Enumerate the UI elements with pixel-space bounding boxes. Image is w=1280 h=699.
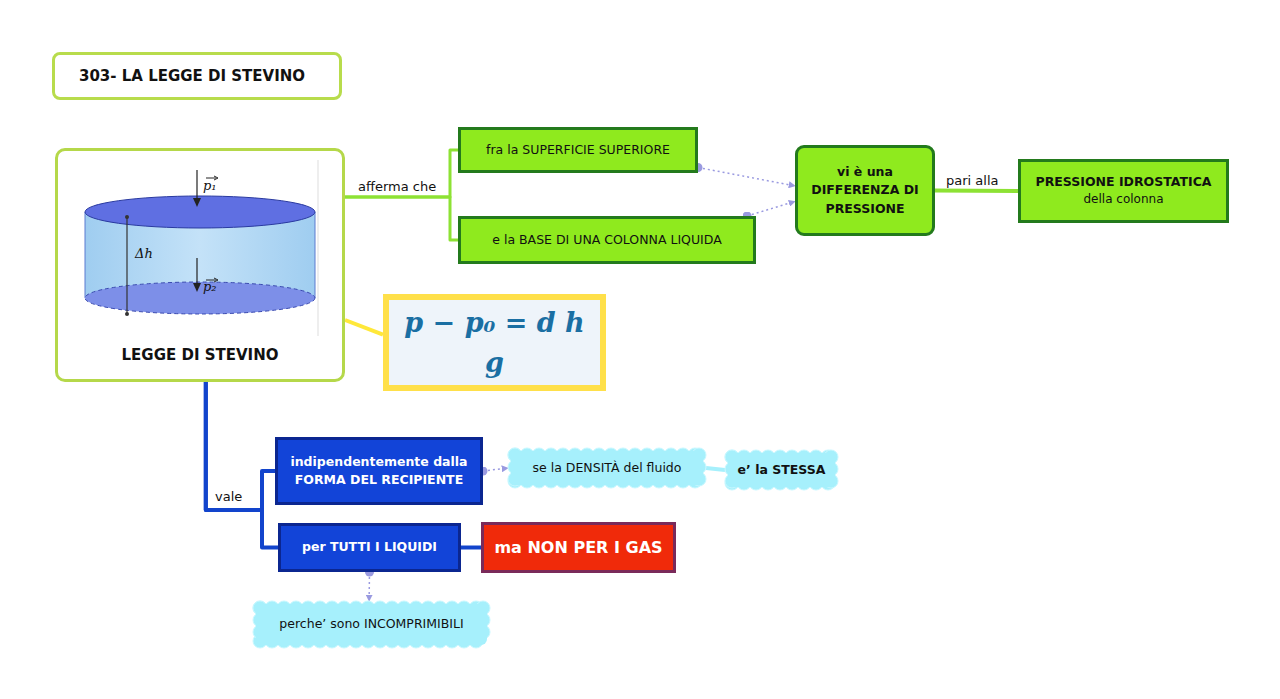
red-box: ma NON PER I GAS (481, 522, 676, 573)
cloud-body (256, 604, 487, 645)
node-text: PRESSIONE IDROSTATICA (1036, 173, 1212, 191)
node-text: vi è una DIFFERENZA DI PRESSIONE (806, 163, 924, 217)
concept-box: PRESSIONE IDROSTATICAdella colonna (1018, 159, 1229, 223)
connector (368, 572, 370, 601)
node-text: ma NON PER I GAS (494, 536, 662, 559)
connector-label: pari alla (944, 173, 1000, 188)
node-text: e la BASE DI UNA COLONNA LIQUIDA (492, 231, 721, 249)
title: 303- LA LEGGE DI STEVINO (52, 52, 342, 100)
height-line (126, 217, 127, 314)
blue-box: indipendentemente dalla FORMA DEL RECIPI… (275, 437, 483, 505)
pressure-arrow (196, 258, 197, 285)
connector (483, 468, 508, 471)
concept-box: e la BASE DI UNA COLONNA LIQUIDA (458, 216, 756, 264)
pressure-arrowhead (193, 283, 201, 292)
image-edge (318, 160, 319, 336)
node-text: e’ la STESSA (738, 461, 826, 479)
text-group: ma NON PER I GAS (494, 536, 662, 559)
pressure-arrow (196, 170, 197, 200)
text-group: PRESSIONE IDROSTATICAdella colonna (1036, 173, 1212, 209)
text-group: fra la SUPERFICIE SUPERIORE (486, 141, 670, 159)
formula-box: p − p₀ = d h g (383, 294, 606, 391)
connector (345, 197, 458, 240)
text-group: p − p₀ = d h g (397, 303, 592, 381)
node-text: perche’ sono INCOMPRIMIBILI (279, 615, 463, 633)
cloud-note: perche’ sono INCOMPRIMIBILI (253, 601, 490, 648)
blue-box: per TUTTI I LIQUIDI (278, 523, 461, 572)
text-group: e’ la STESSA (738, 461, 826, 479)
connector-label: afferma che (356, 179, 438, 194)
text-group: vi è una DIFFERENZA DI PRESSIONE (806, 163, 924, 217)
text-group: indipendentemente dalla FORMA DEL RECIPI… (286, 453, 472, 489)
cylinder-side (315, 212, 316, 298)
cylinder-side (85, 212, 86, 298)
text-group: se la DENSITÀ del fluido (533, 459, 682, 477)
pressure-arrowhead (193, 198, 201, 207)
node-text: LEGGE DI STEVINO (122, 345, 279, 367)
cloud-body (728, 453, 835, 487)
cylinder-top (85, 196, 315, 228)
cloud-note: e’ la STESSA (725, 450, 838, 490)
connector (461, 546, 481, 550)
cylinder-base (85, 282, 315, 314)
connector (698, 168, 795, 186)
connector (206, 382, 278, 548)
connector (206, 382, 275, 510)
connector (935, 189, 1018, 194)
connector (345, 320, 383, 335)
connector (345, 150, 458, 197)
connector (706, 468, 725, 470)
connector-label: vale (213, 489, 244, 504)
node-text: se la DENSITÀ del fluido (533, 459, 682, 477)
concept-box: fra la SUPERFICIE SUPERIORE (458, 127, 698, 173)
node-text: indipendentemente dalla FORMA DEL RECIPI… (286, 453, 472, 489)
connector (747, 201, 795, 216)
text-group: e la BASE DI UNA COLONNA LIQUIDA (492, 231, 721, 249)
cloud-body (511, 451, 703, 485)
main-box: LEGGE DI STEVINO (55, 148, 345, 382)
cloud-note: se la DENSITÀ del fluido (508, 448, 706, 488)
concept-box: vi è una DIFFERENZA DI PRESSIONE (795, 145, 935, 236)
text-group: perche’ sono INCOMPRIMIBILI (279, 615, 463, 633)
figure-label: p₁ (203, 178, 217, 193)
node-text: fra la SUPERFICIE SUPERIORE (486, 141, 670, 159)
figure-label: p₂ (203, 279, 217, 294)
node-text: p − p₀ = d h g (397, 303, 592, 381)
figure-label: Δh (135, 246, 153, 261)
height-end (125, 312, 129, 316)
height-end (125, 215, 129, 219)
node-text: della colonna (1036, 191, 1212, 208)
node-text: per TUTTI I LIQUIDI (302, 538, 437, 556)
text-group: per TUTTI I LIQUIDI (302, 538, 437, 556)
text-group: LEGGE DI STEVINO (122, 345, 279, 367)
title-text: 303- LA LEGGE DI STEVINO (79, 67, 305, 85)
